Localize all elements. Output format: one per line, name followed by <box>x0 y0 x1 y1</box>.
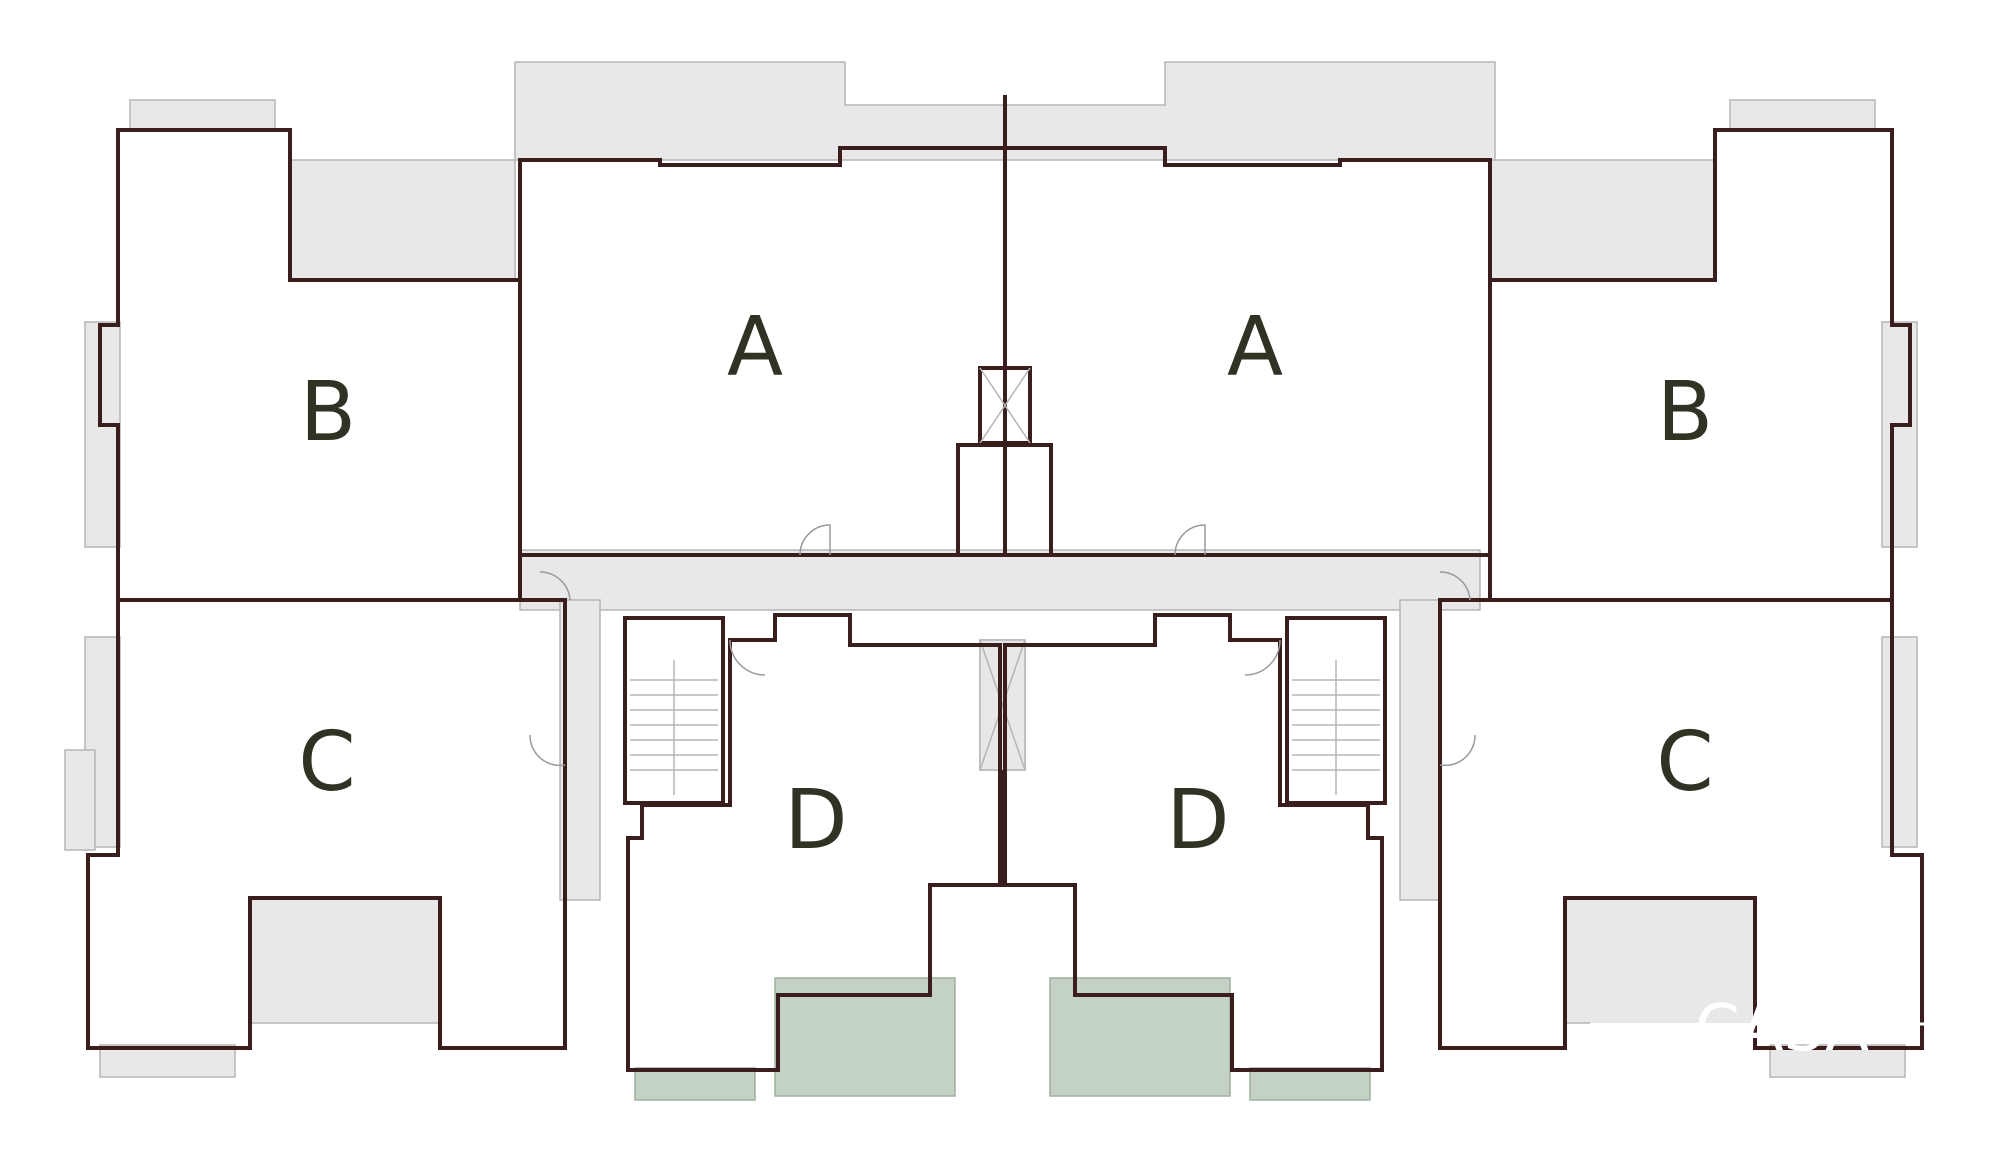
unit-a-left <box>518 146 1007 557</box>
label-a-right: A <box>1227 300 1283 395</box>
label-b-left: B <box>300 365 356 460</box>
door-swings <box>529 524 1476 767</box>
unit-c-left <box>64 598 567 1078</box>
unit-d-left <box>626 613 1002 1101</box>
unit-a-right <box>1003 146 1492 557</box>
service-shaft <box>979 639 1026 771</box>
label-c-left: C <box>298 715 355 810</box>
label-d-left: D <box>784 773 847 868</box>
watermark: CASA <box>1590 992 1940 1066</box>
label-d-right: D <box>1166 773 1229 868</box>
unit-d-right <box>1003 613 1384 1101</box>
label-a-left: A <box>727 300 783 395</box>
label-b-right: B <box>1657 365 1713 460</box>
unit-b-right <box>1488 128 1918 602</box>
elevator-core <box>956 366 1053 557</box>
unit-c-right <box>1438 598 1924 1078</box>
label-c-right: C <box>1656 715 1713 810</box>
watermark-text: CASA <box>1695 992 1869 1066</box>
